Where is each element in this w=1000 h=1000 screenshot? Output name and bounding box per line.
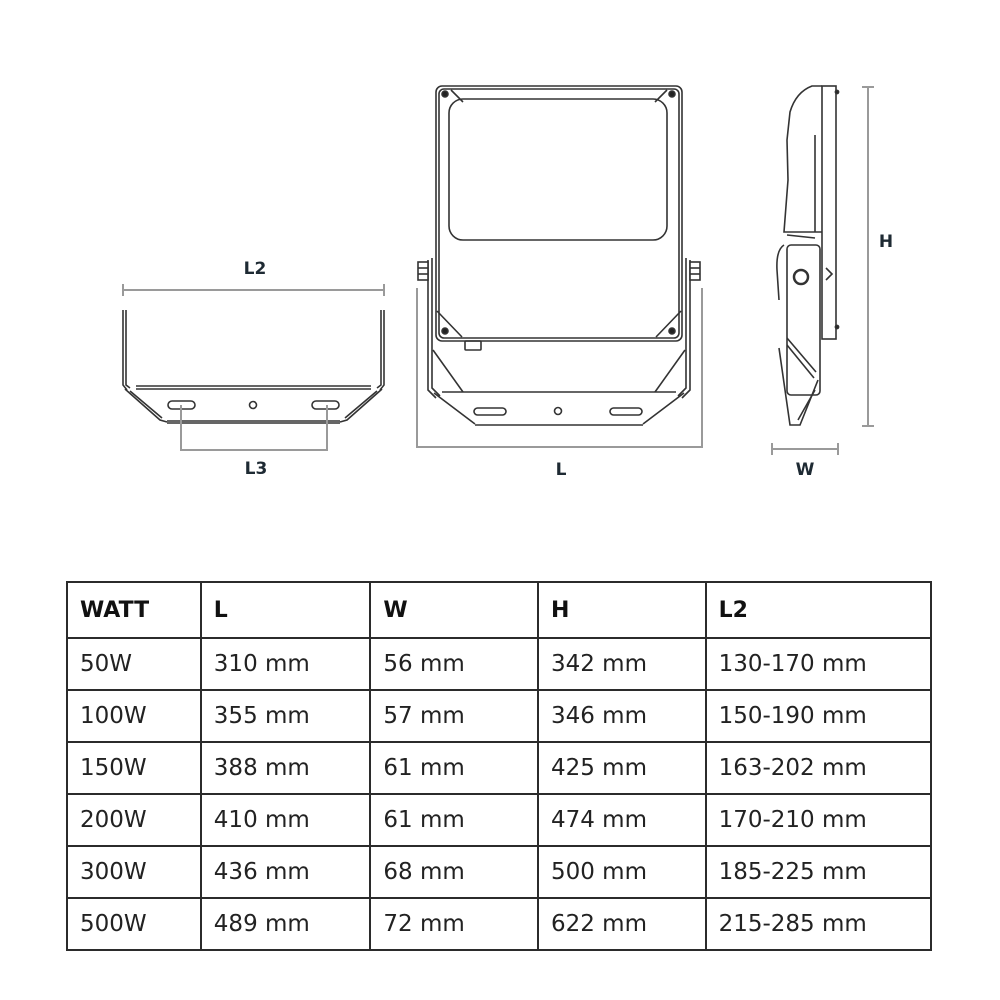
header-h: H xyxy=(536,581,707,639)
table-row: 500W 489 mm 72 mm 622 mm 215-285 mm xyxy=(66,897,933,951)
cell-l: 489 mm xyxy=(199,897,372,951)
cell-h: 622 mm xyxy=(536,897,707,951)
cell-h: 425 mm xyxy=(536,741,707,795)
cell-watt: 50W xyxy=(66,637,202,691)
cell-h: 500 mm xyxy=(536,845,707,899)
header-w: W xyxy=(369,581,539,639)
table-row: 300W 436 mm 68 mm 500 mm 185-225 mm xyxy=(66,845,933,899)
cell-h: 342 mm xyxy=(536,637,707,691)
w-label: W xyxy=(795,460,815,480)
cell-w: 56 mm xyxy=(369,637,539,691)
cell-l: 410 mm xyxy=(199,793,372,847)
cell-l2: 150-190 mm xyxy=(704,689,933,743)
cell-l: 388 mm xyxy=(199,741,372,795)
table-header-row: WATT L W H L2 xyxy=(66,581,933,639)
h-dimension-line xyxy=(862,86,874,427)
cell-l2: 170-210 mm xyxy=(704,793,933,847)
cell-l2: 215-285 mm xyxy=(704,897,933,951)
header-watt: WATT xyxy=(66,581,202,639)
l-label: L xyxy=(555,460,567,480)
cell-w: 61 mm xyxy=(369,741,539,795)
dimensions-table: WATT L W H L2 50W 310 mm 56 mm 342 mm 13… xyxy=(66,581,933,951)
w-dimension-line xyxy=(771,443,839,455)
table-row: 150W 388 mm 61 mm 425 mm 163-202 mm xyxy=(66,741,933,795)
front-view xyxy=(416,85,703,448)
l2-label: L2 xyxy=(243,259,267,279)
table-row: 100W 355 mm 57 mm 346 mm 150-190 mm xyxy=(66,689,933,743)
cell-watt: 300W xyxy=(66,845,202,899)
cell-w: 57 mm xyxy=(369,689,539,743)
h-label: H xyxy=(878,232,894,252)
cell-watt: 100W xyxy=(66,689,202,743)
header-l: L xyxy=(199,581,372,639)
side-view xyxy=(771,85,874,455)
cell-h: 346 mm xyxy=(536,689,707,743)
cell-l: 436 mm xyxy=(199,845,372,899)
table-row: 50W 310 mm 56 mm 342 mm 130-170 mm xyxy=(66,637,933,691)
l3-label: L3 xyxy=(244,459,268,479)
table-row: 200W 410 mm 61 mm 474 mm 170-210 mm xyxy=(66,793,933,847)
cell-w: 72 mm xyxy=(369,897,539,951)
cell-w: 61 mm xyxy=(369,793,539,847)
cell-watt: 500W xyxy=(66,897,202,951)
cell-l: 310 mm xyxy=(199,637,372,691)
cell-l2: 163-202 mm xyxy=(704,741,933,795)
cell-l2: 130-170 mm xyxy=(704,637,933,691)
cell-h: 474 mm xyxy=(536,793,707,847)
l2-dimension-line xyxy=(122,284,385,296)
cell-l: 355 mm xyxy=(199,689,372,743)
cell-w: 68 mm xyxy=(369,845,539,899)
header-l2: L2 xyxy=(704,581,933,639)
bracket-view xyxy=(122,284,385,451)
cell-watt: 150W xyxy=(66,741,202,795)
cell-watt: 200W xyxy=(66,793,202,847)
technical-drawing xyxy=(122,85,874,455)
cell-l2: 185-225 mm xyxy=(704,845,933,899)
